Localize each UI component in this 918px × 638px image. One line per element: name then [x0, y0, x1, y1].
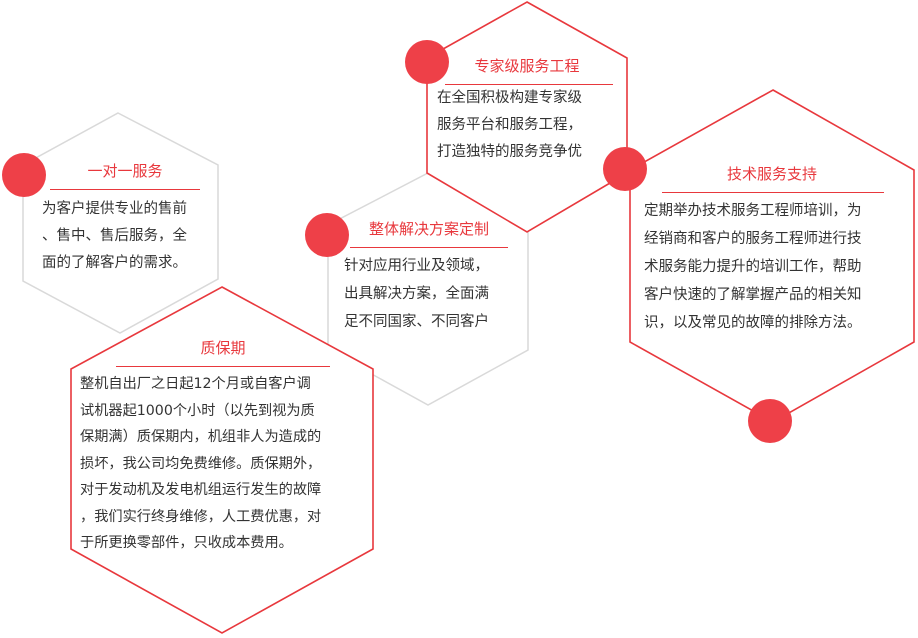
- red-dot-one-on-one: [2, 153, 46, 197]
- title-divider: [116, 366, 330, 367]
- red-dot-solutions: [305, 213, 349, 257]
- block-text: 针对应用行业及领域， 出具解决方案，全面满 足不同国家、不同客户: [344, 258, 489, 330]
- red-dot-expert: [405, 40, 449, 84]
- title-divider: [50, 189, 200, 190]
- hexagon-warranty: [70, 286, 374, 634]
- block-title: 技术服务支持: [726, 165, 817, 183]
- red-dot-tech-top: [603, 147, 647, 191]
- title-divider: [350, 247, 508, 248]
- block-title: 一对一服务: [87, 162, 163, 180]
- block-text: 整机自出厂之日起12个月或自客户调 试机器起1000个小时（以先到视为质 保期满…: [80, 376, 322, 551]
- block-title: 整体解决方案定制: [368, 220, 489, 238]
- block-tech-support: 技术服务支持 定期举办技术服务工程师培训，为 经销商和客户的服务工程师进行技 术…: [644, 163, 900, 337]
- block-expert: 专家级服务工程 在全国积极构建专家级 服务平台和服务工程， 打造独特的服务竞争优: [437, 55, 617, 166]
- block-one-on-one: 一对一服务 为客户提供专业的售前 、售中、售后服务，全 面的了解客户的需求。: [42, 160, 208, 277]
- block-title: 专家级服务工程: [474, 57, 580, 75]
- block-solutions: 整体解决方案定制 针对应用行业及领域， 出具解决方案，全面满 足不同国家、不同客…: [344, 218, 514, 336]
- block-title: 质保期: [200, 339, 246, 357]
- block-text: 为客户提供专业的售前 、售中、售后服务，全 面的了解客户的需求。: [42, 201, 187, 271]
- block-text: 在全国积极构建专家级 服务平台和服务工程， 打造独特的服务竞争优: [437, 90, 582, 160]
- title-divider: [445, 84, 613, 85]
- block-text: 定期举办技术服务工程师培训，为 经销商和客户的服务工程师进行技 术服务能力提升的…: [644, 203, 862, 331]
- title-divider: [662, 192, 884, 193]
- block-warranty: 质保期 整机自出厂之日起12个月或自客户调 试机器起1000个小时（以先到视为质…: [80, 337, 366, 557]
- red-dot-tech-bottom: [748, 399, 792, 443]
